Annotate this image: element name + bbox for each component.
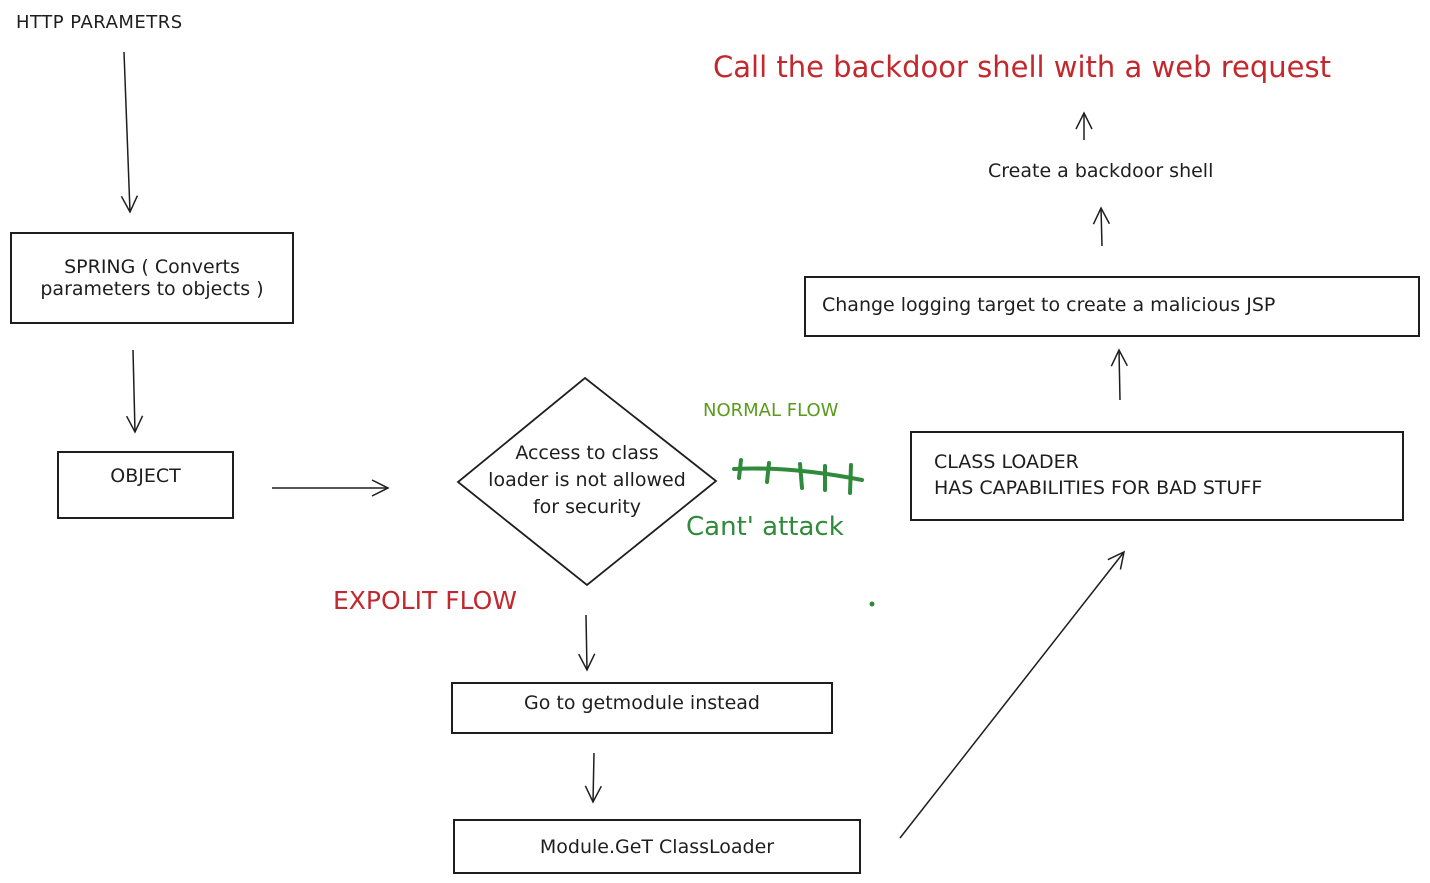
access-check-text: Access to class loader is not allowed fo… [462,440,712,521]
arrow-http-to-spring [120,51,139,214]
change-logging-box: Change logging target to create a malici… [804,276,1420,337]
arrow-logging-to-backdoor [1092,206,1111,247]
call-backdoor-title: Call the backdoor shell with a web reque… [713,50,1331,84]
class-loader-line-1: CLASS LOADER [934,451,1079,473]
arrow-module-to-classloader [899,550,1126,839]
cant-attack-label: Cant' attack [686,512,844,542]
module-getclassloader-box: Module.GeT ClassLoader [453,819,861,874]
arrow-classloader-to-logging [1110,348,1128,401]
getmodule-label: Go to getmodule instead [523,692,760,714]
object-box: OBJECT [57,451,234,519]
class-loader-box: CLASS LOADER HAS CAPABILITIES FOR BAD ST… [910,431,1404,521]
stray-dot [869,601,875,607]
spring-box: SPRING ( Converts parameters to objects … [10,232,294,324]
class-loader-line-2: HAS CAPABILITIES FOR BAD STUFF [934,477,1263,499]
access-check-line-1: Access to class [515,442,659,464]
access-check-line-2: loader is not allowed [488,469,686,491]
arrow-getmodule-to-module [584,752,602,804]
create-backdoor-label: Create a backdoor shell [988,160,1214,182]
blocked-path-icon [732,458,864,495]
change-logging-label: Change logging target to create a malici… [822,294,1276,316]
spring-line-2: parameters to objects ) [40,278,264,300]
access-check-line-3: for security [532,496,642,518]
object-label: OBJECT [110,465,181,487]
exploit-flow-label: EXPOLIT FLOW [333,586,518,615]
spring-line-1: SPRING ( Converts [64,256,240,278]
access-check-diamond [456,376,718,587]
getmodule-box: Go to getmodule instead [451,682,833,734]
arrow-check-to-getmodule [578,614,596,672]
http-parameters-label: HTTP PARAMETRS [16,12,183,33]
normal-flow-label: NORMAL FLOW [703,400,839,421]
module-getclassloader-label: Module.GeT ClassLoader [539,835,775,858]
arrow-spring-to-object [125,349,144,434]
